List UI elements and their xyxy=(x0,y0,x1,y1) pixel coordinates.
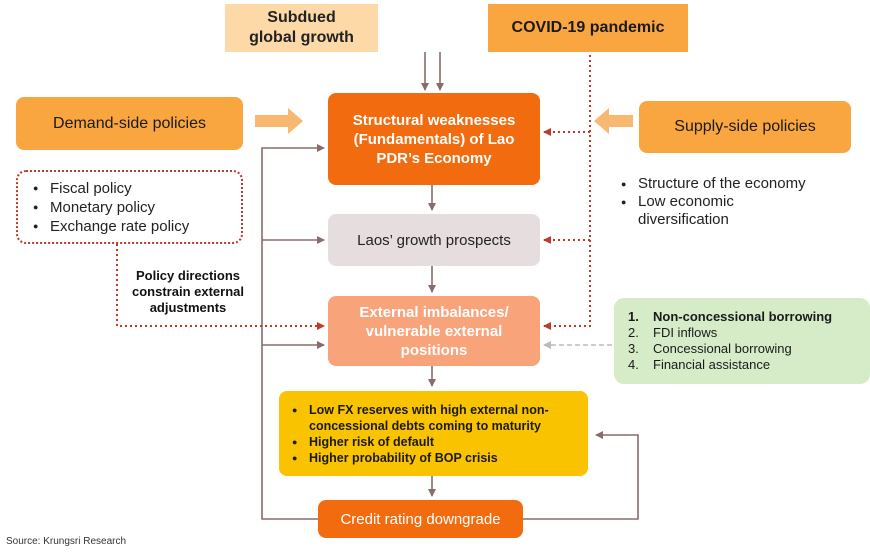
risk-list: Low FX reserves with high external non-c… xyxy=(289,402,574,466)
list-item: Structure of the economy xyxy=(618,175,848,193)
list-item: Fiscal policy xyxy=(30,179,189,198)
list-item: 2.FDI inflows xyxy=(628,325,718,340)
growth-prospects-box: Laos’ growth prospects xyxy=(328,214,540,266)
global-growth-box: Subdued global growth xyxy=(225,4,378,52)
structural-weaknesses-label: Structural weaknesses (Fundamentals) of … xyxy=(352,111,516,167)
external-imbalances-box: External imbalances/ vulnerable external… xyxy=(328,296,540,366)
list-item: 3.Concessional borrowing xyxy=(628,341,792,356)
list-item: 4.Financial assistance xyxy=(628,357,771,372)
credit-downgrade-label: Credit rating downgrade xyxy=(340,510,501,528)
risk-box: Low FX reserves with high external non-c… xyxy=(279,391,588,476)
financing-list: 1.Non-concessional borrowing 2.FDI inflo… xyxy=(628,309,832,373)
list-item: Monetary policy xyxy=(30,198,189,217)
structural-weaknesses-box: Structural weaknesses (Fundamentals) of … xyxy=(328,93,540,185)
financing-sources-box: 1.Non-concessional borrowing 2.FDI inflo… xyxy=(614,298,870,384)
growth-prospects-label: Laos’ growth prospects xyxy=(357,231,511,249)
demand-policy-list: Fiscal policy Monetary policy Exchange r… xyxy=(30,179,189,236)
list-item: Higher risk of default xyxy=(289,434,574,450)
covid-box: COVID-19 pandemic xyxy=(488,4,688,52)
demand-policy-list-box: Fiscal policy Monetary policy Exchange r… xyxy=(16,170,243,244)
global-growth-label: Subdued global growth xyxy=(249,9,354,46)
list-item: Higher probability of BOP crisis xyxy=(289,450,574,466)
credit-downgrade-box: Credit rating downgrade xyxy=(318,500,523,538)
list-item: Low FX reserves with high external non-c… xyxy=(289,402,574,434)
policy-directions-note: Policy directions constrain external adj… xyxy=(132,268,244,315)
demand-policies-label: Demand-side policies xyxy=(53,114,206,132)
supply-arrow-icon xyxy=(594,108,633,134)
external-imbalances-label: External imbalances/ vulnerable external… xyxy=(359,303,509,359)
list-item: Low economic diversification xyxy=(618,193,808,229)
demand-policies-box: Demand-side policies xyxy=(16,97,243,150)
supply-policy-list: Structure of the economy Low economic di… xyxy=(618,175,848,229)
supply-policies-label: Supply-side policies xyxy=(674,118,816,135)
list-item: Exchange rate policy xyxy=(30,217,189,236)
source-note: Source: Krungsri Research xyxy=(6,536,127,547)
covid-label: COVID-19 pandemic xyxy=(511,19,665,36)
list-item: 1.Non-concessional borrowing xyxy=(628,309,833,324)
supply-policies-box: Supply-side policies xyxy=(639,101,851,153)
demand-arrow-icon xyxy=(255,108,303,134)
